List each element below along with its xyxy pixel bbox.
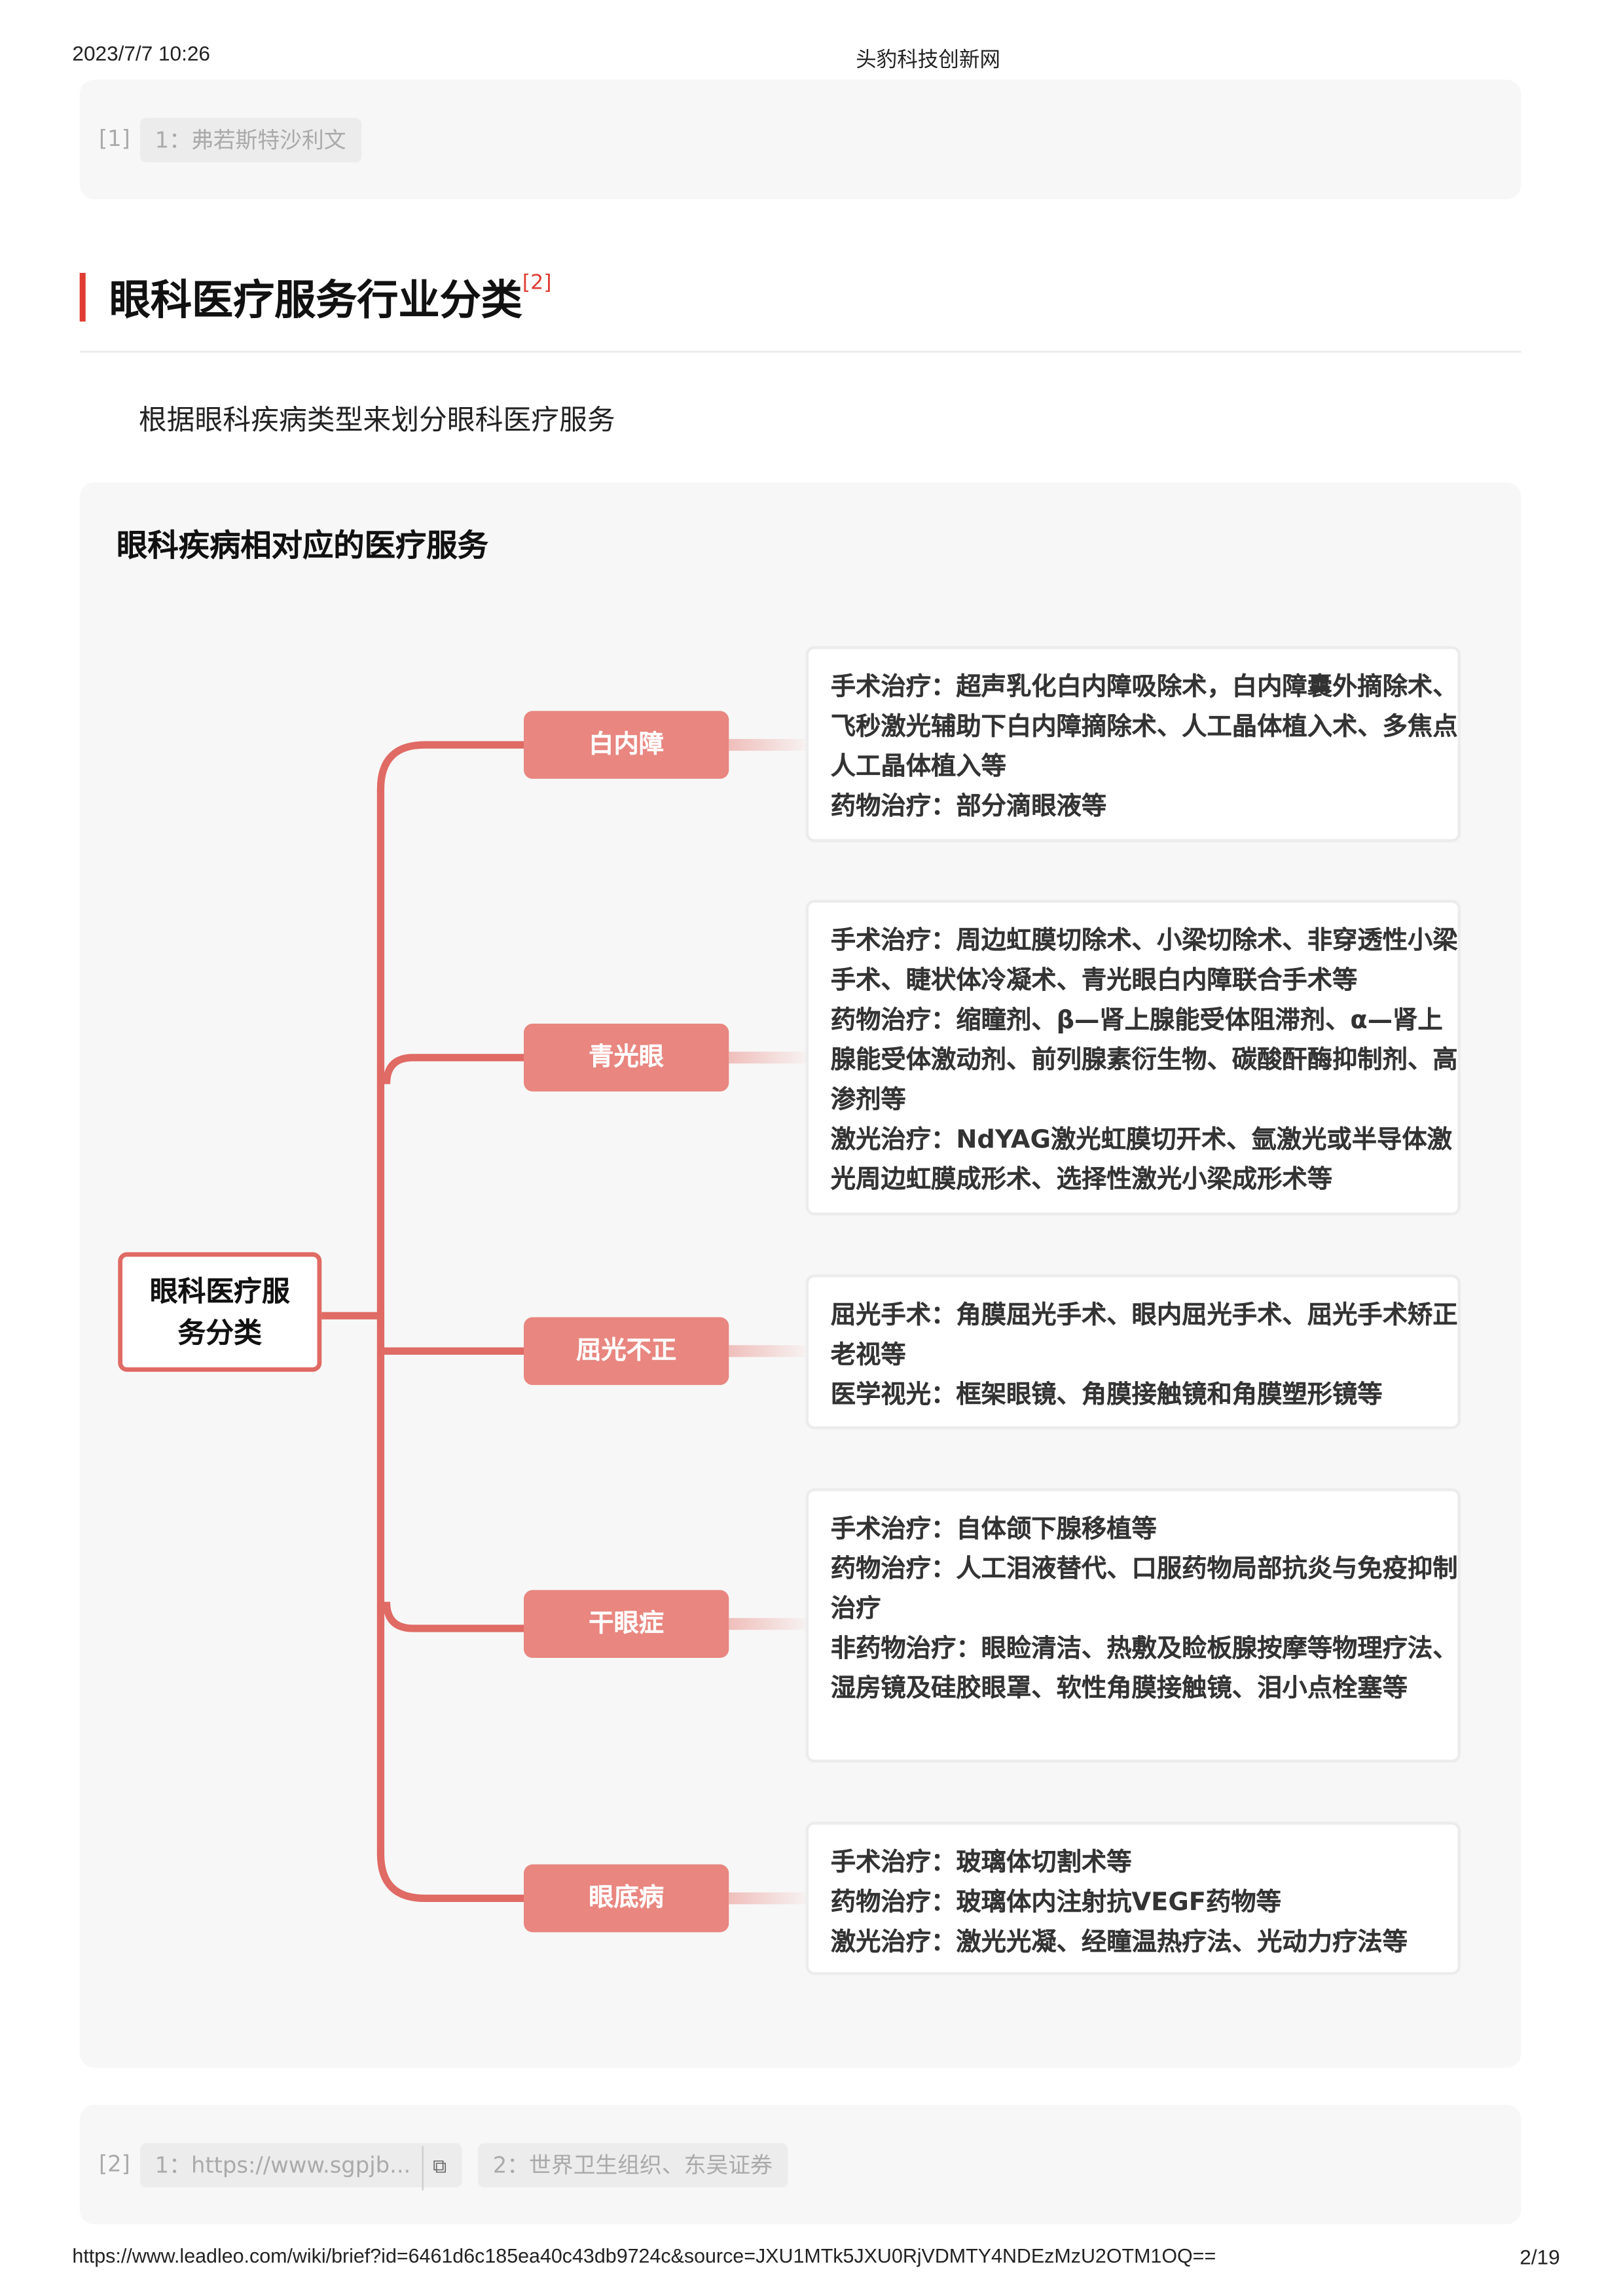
branch-node-dry-eye: 干眼症 (524, 1590, 729, 1659)
site-name: 头豹科技创新网 (856, 47, 1000, 71)
reference-chip[interactable]: 1：弗若斯特沙利文 (140, 118, 361, 162)
detail-line: 手术治疗：周边虹膜切除术、小梁切除术、非穿透性小梁手术、睫状体冷凝术、青光眼白内… (830, 926, 1458, 996)
detail-line: 药物治疗：部分滴眼液等 (830, 792, 1107, 822)
reference-box-1: [1] 1：弗若斯特沙利文 (79, 79, 1522, 200)
page-number: 2/19 (1520, 2244, 1560, 2269)
footer-url: https://www.leadleo.com/wiki/brief?id=64… (72, 2244, 1216, 2267)
connector-branch-1 (376, 741, 524, 1903)
connector-branch-4 (382, 1602, 524, 1632)
gradient-link-5 (729, 1892, 806, 1905)
detail-line: 激光治疗：NdYAG激光虹膜切开术、氩激光或半导体激光周边虹膜成形术、选择性激光… (830, 1125, 1452, 1195)
detail-line: 手术治疗：自体颌下腺移植等 (830, 1515, 1157, 1545)
detail-card-fundus-disease: 手术治疗：玻璃体切割术等 药物治疗：玻璃体内注射抗VEGF药物等 激光治疗：激光… (805, 1821, 1461, 1975)
branch-node-cataract: 白内障 (524, 711, 729, 779)
gradient-link-2 (729, 1051, 806, 1064)
detail-card-refractive-error: 屈光手术：角膜屈光手术、眼内屈光手术、屈光手术矫正老视等 医学视光：框架眼镜、角… (805, 1274, 1461, 1429)
reference-chip-text: 1：https://www.sgpjb... (155, 2152, 411, 2179)
root-node: 眼科医疗服务分类 (118, 1252, 322, 1372)
detail-line: 屈光手术：角膜屈光手术、眼内屈光手术、屈光手术矫正老视等 (830, 1300, 1458, 1371)
divider (79, 351, 1522, 353)
detail-line: 手术治疗：玻璃体切割术等 (830, 1848, 1132, 1878)
detail-card-cataract: 手术治疗：超声乳化白内障吸除术，白内障囊外摘除术、飞秒激光辅助下白内障摘除术、人… (805, 646, 1461, 842)
external-link-icon[interactable]: ⧉ (422, 2145, 447, 2191)
connector-branch-2 (382, 1054, 524, 1085)
reference-box-2: [2] 1：https://www.sgpjb... ⧉ 2：世界卫生组织、东吴证… (79, 2104, 1522, 2225)
gradient-link-1 (729, 739, 806, 751)
section-title: 眼科医疗服务行业分类[2] (109, 268, 552, 327)
citation-link[interactable]: [2] (522, 271, 552, 295)
detail-line: 激光治疗：激光光凝、经瞳温热疗法、光动力疗法等 (830, 1928, 1408, 1958)
detail-line: 药物治疗：玻璃体内注射抗VEGF药物等 (830, 1888, 1281, 1918)
detail-line: 药物治疗：人工泪液替代、口服药物局部抗炎与免疫抑制治疗 (830, 1554, 1458, 1624)
diagram-title: 眼科疾病相对应的医疗服务 (117, 528, 488, 564)
detail-line: 药物治疗：缩瞳剂、β—肾上腺能受体阻滞剂、α—肾上腺能受体激动剂、前列腺素衍生物… (830, 1005, 1458, 1115)
detail-line: 非药物治疗：眼睑清洁、热敷及睑板腺按摩等物理疗法、湿房镜及硅胶眼罩、软性角膜接触… (830, 1634, 1458, 1704)
branch-node-fundus-disease: 眼底病 (524, 1864, 729, 1933)
branch-node-glaucoma: 青光眼 (524, 1023, 729, 1092)
intro-text: 根据眼科疾病类型来划分眼科医疗服务 (138, 404, 615, 437)
reference-chip[interactable]: 2：世界卫生组织、东吴证券 (478, 2143, 788, 2188)
print-datetime: 2023/7/7 10:26 (72, 41, 210, 65)
detail-line: 手术治疗：超声乳化白内障吸除术，白内障囊外摘除术、飞秒激光辅助下白内障摘除术、人… (830, 672, 1458, 782)
detail-card-dry-eye: 手术治疗：自体颌下腺移植等 药物治疗：人工泪液替代、口服药物局部抗炎与免疫抑制治… (805, 1488, 1461, 1763)
section-title-text: 眼科医疗服务行业分类 (109, 276, 522, 325)
reference-chip-link[interactable]: 1：https://www.sgpjb... ⧉ (140, 2143, 462, 2191)
heading-accent-bar (79, 272, 86, 322)
reference-label: [1] (98, 125, 130, 152)
root-node-label: 眼科医疗服务分类 (149, 1275, 290, 1349)
branch-node-refractive-error: 屈光不正 (524, 1317, 729, 1386)
gradient-link-4 (729, 1618, 806, 1630)
reference-label: [2] (98, 2150, 130, 2178)
detail-card-glaucoma: 手术治疗：周边虹膜切除术、小梁切除术、非穿透性小梁手术、睫状体冷凝术、青光眼白内… (805, 899, 1461, 1215)
gradient-link-3 (729, 1345, 806, 1357)
detail-line: 医学视光：框架眼镜、角膜接触镜和角膜塑形镜等 (830, 1380, 1383, 1410)
